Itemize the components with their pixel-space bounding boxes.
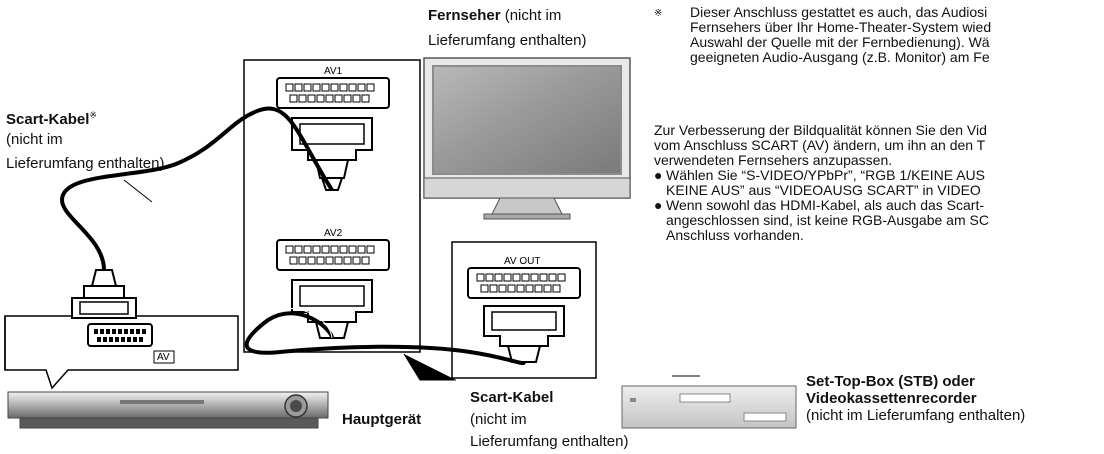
bullet-1-line-2: KEINE AUS” aus “VIDEOAUSG SCART” in VIDE… (666, 182, 981, 198)
footnote-line-1: Dieser Anschluss gestattet es auch, das … (690, 4, 988, 20)
bullet-dot-2: ● (654, 197, 663, 213)
footnote-line-2: Fernsehers über Ihr Home-Theater-System … (690, 19, 992, 35)
av-out-label: AV OUT (504, 256, 540, 267)
scart-cable-top (59, 106, 334, 271)
main-unit-socket (87, 323, 175, 364)
tv-note-1: (nicht im (500, 7, 562, 24)
main-unit-plug (71, 269, 137, 319)
bullet-dot-1: ● (654, 167, 663, 183)
leader-scart-bottom (403, 353, 456, 381)
stb-avout-socket (467, 267, 581, 299)
av2-label: AV2 (324, 228, 343, 239)
bullet-2-line-1: Wenn sowohl das HDMI-Kabel, als auch das… (666, 197, 984, 213)
stb-label-2: Videokassettenrecorder (806, 390, 977, 407)
main-unit-icon (7, 391, 329, 429)
tv-label: Fernseher (nicht im (428, 6, 561, 25)
scart-bottom-name: Scart-Kabel (470, 389, 554, 406)
scart-bottom-line2: (nicht im (470, 411, 527, 428)
scart-top-line2: (nicht im (6, 131, 63, 148)
tv-av1-socket (276, 77, 390, 109)
scart-bottom-line3: Lieferumfang enthalten) (470, 433, 629, 450)
tv-name: Fernseher (428, 7, 501, 24)
leader-scart-top (123, 179, 153, 203)
tv-note-2: Lieferumfang enthalten) (428, 32, 587, 49)
tv-av2-socket (276, 239, 390, 271)
scart-top-line3: Lieferumfang enthalten) (6, 155, 165, 172)
bullet-2-line-2: angeschlossen sind, ist keine RGB-Ausgab… (666, 212, 989, 228)
scart-cable-bottom (244, 311, 526, 365)
scart-top-label: Scart-Kabel※ (6, 106, 97, 129)
stb-icon (621, 385, 797, 429)
tv-icon (423, 57, 631, 220)
tv-av1-plug (291, 117, 373, 191)
quality-line-3: verwendeten Fernsehers anzupassen. (654, 152, 893, 168)
scart-top-name: Scart-Kabel (6, 111, 90, 128)
footnote-line-4: geeigneten Audio-Ausgang (z.B. Monitor) … (690, 49, 990, 65)
stb-label-1: Set-Top-Box (STB) oder (806, 373, 975, 390)
footnote-mark: ※ (654, 8, 663, 19)
tv-av2-plug (291, 279, 373, 339)
quality-line-2: vom Anschluss SCART (AV) ändern, um ihn … (654, 137, 986, 153)
main-unit-label: Hauptgerät (342, 411, 422, 428)
stb-plug (483, 305, 565, 363)
footnote-line-3: Auswahl der Quelle mit der Fernbedienung… (690, 34, 990, 50)
quality-line-1: Zur Verbesserung der Bildqualität können… (654, 122, 987, 138)
scart-top-mark: ※ (89, 110, 97, 120)
bullet-2-line-3: Anschluss vorhanden. (666, 227, 804, 243)
main-av-label: AV (157, 352, 170, 363)
av1-label: AV1 (324, 66, 343, 77)
bullet-1-line-1: Wählen Sie “S-VIDEO/YPbPr”, “RGB 1/KEINE… (666, 167, 985, 183)
stb-label-3: (nicht im Lieferumfang enthalten) (806, 407, 1026, 424)
main-callout-panel (4, 315, 239, 390)
